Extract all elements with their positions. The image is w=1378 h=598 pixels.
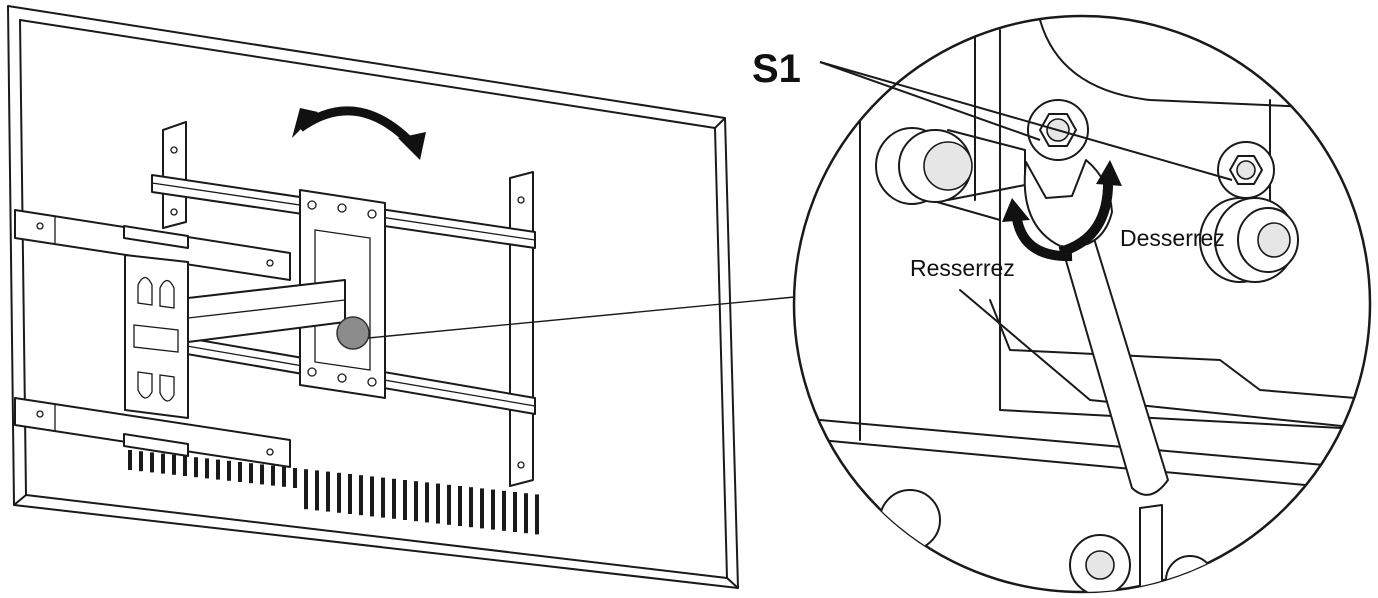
loosen-label: Desserrez — [1120, 225, 1225, 251]
vent-slot — [370, 476, 374, 517]
vent-slot — [491, 489, 495, 530]
rotate-arrow-icon — [292, 106, 426, 160]
vent-slot — [414, 481, 418, 522]
vent-slot — [403, 480, 407, 520]
vent-slot — [293, 468, 297, 488]
washer-icon — [1199, 197, 1299, 283]
vent-slot — [128, 450, 132, 470]
vent-slot — [535, 494, 539, 535]
vent-slot — [480, 488, 484, 529]
magnified-detail — [792, 14, 1372, 594]
vent-slot — [139, 451, 143, 472]
tighten-label: Resserrez — [910, 255, 1015, 281]
s1-leader-lines — [819, 61, 1233, 181]
bolt-icon — [875, 127, 1026, 205]
vent-slot — [337, 472, 341, 513]
s1-label: S1 — [752, 47, 801, 91]
vent-slot — [447, 484, 451, 525]
vent-slot — [502, 490, 506, 531]
tighten-arrow-icon — [1002, 198, 1073, 262]
vent-slot — [458, 486, 462, 526]
vent-slot — [205, 458, 209, 479]
tv-vent-slots — [128, 450, 539, 535]
vent-slot — [326, 471, 330, 512]
vent-slot — [304, 469, 308, 510]
vent-slot — [172, 454, 176, 475]
vent-slot — [183, 456, 187, 476]
vent-slot — [381, 477, 385, 518]
vent-slot — [150, 452, 154, 473]
vent-slot — [216, 459, 220, 480]
vent-slot — [469, 487, 473, 528]
wall-mount-bracket — [14, 121, 536, 487]
callout-line — [367, 295, 806, 339]
vent-slot — [282, 466, 286, 487]
vent-slot — [271, 465, 275, 486]
vent-slot — [161, 453, 165, 474]
vent-slot — [348, 474, 352, 514]
loosen-arrow-icon — [1058, 160, 1122, 257]
adjustment-screw-highlight — [336, 316, 370, 350]
vent-slot — [315, 470, 319, 511]
vent-slot — [392, 478, 396, 519]
vent-slot — [194, 457, 198, 478]
wrench-icon — [1023, 159, 1169, 496]
vent-slot — [238, 462, 242, 482]
vent-slot — [513, 492, 517, 532]
vent-slot — [425, 482, 429, 523]
vent-slot — [249, 463, 253, 484]
vent-slot — [359, 475, 363, 516]
vent-slot — [524, 493, 528, 534]
vent-slot — [260, 464, 264, 485]
right-nut-icon — [1217, 141, 1275, 199]
vent-slot — [227, 460, 231, 481]
vent-slot — [436, 483, 440, 524]
